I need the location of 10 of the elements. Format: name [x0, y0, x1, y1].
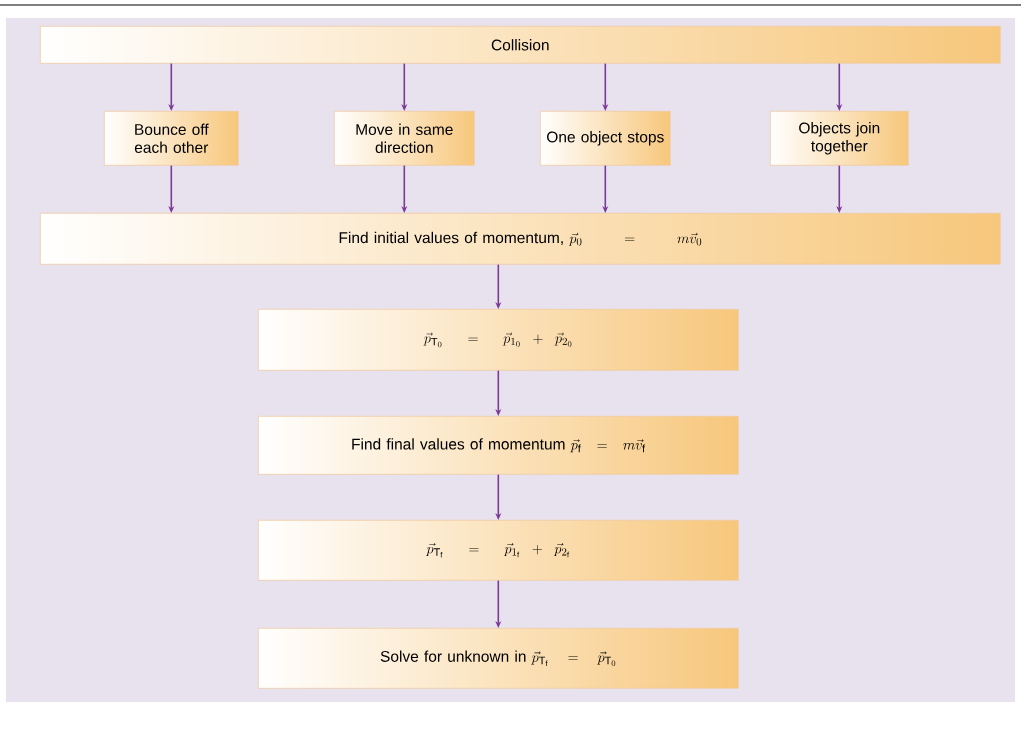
outcome-box: Move in same direction — [334, 111, 475, 166]
outcome-box: Bounce off each other — [104, 111, 239, 166]
step-box: Find final values of momentum $\vec{p}_\mathrm{f} = m\vec{v}_\mathrm{f}$ — [258, 416, 739, 475]
step-box: $\vec{p}_{\mathrm{T}_\mathrm{f}} = \vec{p}_{1_\mathrm{f}} + \vec{p}_{2_\mathrm{f}}$ — [258, 520, 739, 581]
heading-box: Collision — [40, 26, 1001, 64]
step-box: Solve for unknown in $\vec{p}_{\mathrm{T}_\mathrm{f}} = \vec{p}_{\mathrm{T}_0}$ — [258, 628, 739, 689]
step-box: $\vec{p}_{\mathrm{T}_0} = \vec{p}_{1_0} + \vec{p}_{2_0}$ — [258, 309, 739, 371]
outcome-box: One object stops — [540, 111, 671, 166]
step-box: Find initial values of momentum, $\vec{p}_0 = m\vec{v}_0$ — [40, 213, 1001, 265]
outcome-box: Objects join together — [770, 111, 909, 166]
